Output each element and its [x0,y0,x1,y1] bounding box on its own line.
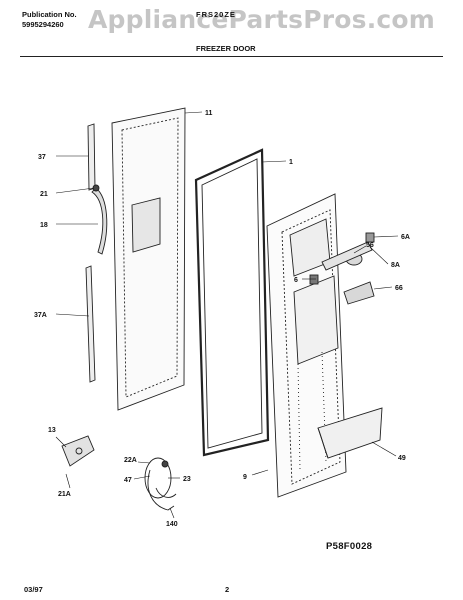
callout-6: 6 [294,277,298,284]
exploded-parts-diagram: 11 1 37 21 18 37A 13 21A 22A 47 23 140 9… [34,107,410,528]
callout-47: 47 [124,477,132,484]
diagram-code: P58F0028 [326,541,373,552]
callout-6A: 6A [401,234,410,241]
callout-22A: 22A [124,457,137,464]
hinge-bracket [61,435,95,467]
part-callouts: 11 1 37 21 18 37A 13 21A 22A 47 23 140 9… [34,110,410,528]
publication-number: 5995294260 [22,20,64,29]
callout-37A: 37A [34,312,47,319]
leader-lines [55,111,399,519]
callout-140: 140 [166,521,178,528]
callout-8A: 8A [391,262,400,269]
model-number: FRS20ZE [196,10,236,19]
door-gasket [194,148,270,457]
door-handle-strap [91,184,108,255]
dispenser-parts [309,232,375,305]
callout-18: 18 [40,222,48,229]
watermark: AppliancePartsPros.com [88,5,436,34]
callout-37: 37 [38,154,46,161]
footer-date: 03/97 [24,585,43,594]
section-title: FREEZER DOOR [196,44,256,53]
callout-9: 9 [243,474,247,481]
callout-66: 66 [395,285,403,292]
callout-13: 13 [48,427,56,434]
callout-23: 23 [183,476,191,483]
wire-harness [144,457,177,511]
callout-21A: 21A [58,491,71,498]
header-rule [20,56,443,57]
door-trim-strips [85,123,96,383]
page-number: 2 [225,585,230,594]
callout-49: 49 [398,455,406,462]
callout-21: 21 [40,191,48,198]
door-outer-panel [111,107,186,411]
callout-56: 56 [366,242,374,249]
door-shelf-bin [317,407,383,459]
callout-11: 11 [205,110,213,117]
callout-1: 1 [289,159,293,166]
publication-label: Publication No. [22,10,77,19]
